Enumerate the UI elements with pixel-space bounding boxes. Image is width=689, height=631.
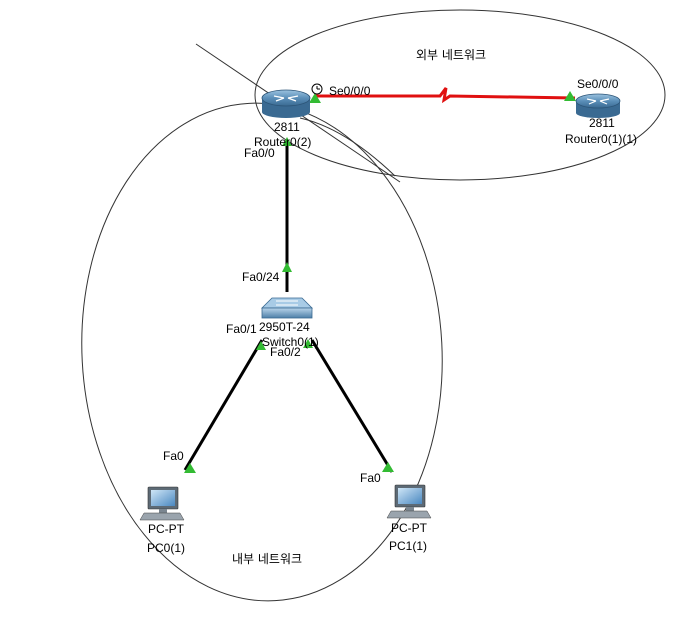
ethernet-link-switch-pc1[interactable]	[310, 339, 394, 473]
pc1-port-label: Fa0	[360, 471, 381, 485]
port-up-indicator	[282, 137, 292, 146]
router-remote-name-label: Router0(1)(1)	[565, 132, 637, 146]
switch-pc1-port-label: Fa0/2	[270, 345, 301, 359]
serial-link[interactable]	[314, 87, 576, 104]
router-main[interactable]	[261, 89, 311, 118]
port-up-indicator	[309, 93, 321, 103]
pc0-port-label: Fa0	[163, 449, 184, 463]
switch-uplink-port-label: Fa0/24	[242, 270, 280, 284]
port-up-indicator	[282, 262, 292, 272]
router-arrows-icon	[586, 98, 610, 105]
switch-name-label: Switch0(1)	[262, 335, 319, 349]
port-up-indicator	[382, 462, 394, 472]
switch[interactable]	[261, 297, 313, 319]
port-up-indicator	[564, 91, 576, 101]
pc1-name-label: PC1(1)	[389, 539, 427, 553]
switch-model-label: 2950T-24	[259, 320, 310, 334]
switch-pc0-port-label: Fa0/1	[226, 322, 257, 336]
pc0-name-label: PC0(1)	[147, 541, 185, 555]
pc0-computer-icon[interactable]	[139, 486, 185, 521]
switch-arrows-icon	[276, 300, 298, 306]
router-main-fa-port-label: Fa0/0	[244, 146, 275, 160]
annotation-arc	[299, 117, 396, 177]
router-remote[interactable]	[575, 93, 621, 118]
outer-network-label: 외부 네트워크	[416, 48, 486, 62]
pc0-model-label: PC-PT	[148, 522, 185, 536]
router-arrows-icon	[273, 95, 299, 102]
clock-icon	[311, 83, 323, 95]
pc1-model-label: PC-PT	[391, 521, 428, 535]
router-remote-serial-port-label: Se0/0/0	[577, 77, 619, 91]
port-up-indicator	[256, 341, 266, 350]
outer-network-zone	[254, 9, 666, 181]
pc1-computer-icon[interactable]	[386, 484, 432, 519]
router-main-serial-port-label: Se0/0/0	[329, 84, 371, 98]
router-main-model-label: 2811	[274, 120, 300, 134]
router-main-name-label: Router0(2)	[254, 135, 311, 149]
router-remote-model-label: 2811	[589, 116, 615, 130]
ethernet-link-switch-pc0[interactable]	[183, 339, 264, 471]
port-up-indicator	[184, 463, 196, 473]
inner-network-zone	[81, 102, 443, 602]
port-up-indicator	[303, 339, 313, 348]
inner-network-label: 내부 네트워크	[232, 552, 302, 566]
